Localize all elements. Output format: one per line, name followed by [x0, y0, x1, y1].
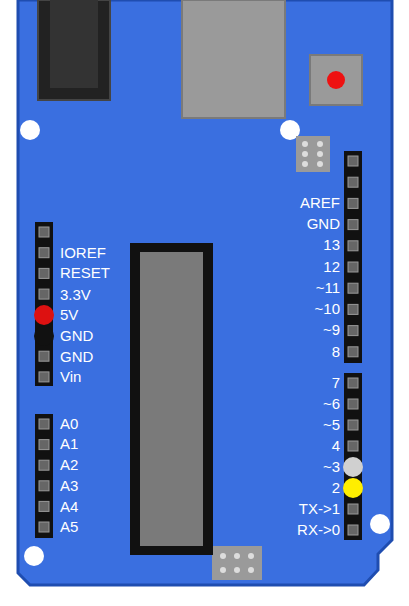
pin-socket — [348, 241, 358, 251]
icsp-pin — [302, 151, 308, 157]
pin-socket — [348, 525, 358, 535]
reset-button-cap — [327, 71, 345, 89]
pin-label: A0 — [60, 415, 78, 433]
board — [18, 0, 392, 585]
pin-socket — [348, 378, 358, 388]
pin-socket — [39, 227, 49, 237]
pin-socket — [39, 419, 49, 429]
wire-marker-grey — [343, 457, 363, 477]
pin-label: 12 — [323, 258, 340, 276]
pin-label: ~6 — [323, 395, 340, 413]
power-jack-inner — [50, 0, 98, 88]
icsp-pin — [220, 567, 226, 573]
wire-marker-black — [34, 326, 54, 346]
icsp-pin — [302, 141, 308, 147]
pin-label: ~5 — [323, 416, 340, 434]
pin-label: GND — [307, 215, 340, 233]
pin-socket — [39, 268, 49, 278]
header-strip — [35, 414, 53, 538]
mount-hole — [370, 514, 390, 534]
pin-socket — [39, 501, 49, 511]
pin-socket — [348, 326, 358, 336]
pin-socket — [348, 198, 358, 208]
pin-socket — [348, 220, 358, 230]
wire-marker-yellow — [343, 478, 363, 498]
pin-label: A3 — [60, 477, 78, 495]
pin-socket — [348, 420, 358, 430]
pin-socket — [348, 156, 358, 166]
pin-socket — [348, 441, 358, 451]
pin-label: A4 — [60, 498, 78, 516]
pin-label: 2 — [332, 479, 340, 497]
pin-group — [39, 141, 358, 573]
icsp-pin — [234, 567, 240, 573]
pin-socket — [39, 248, 49, 258]
icsp-header — [296, 136, 330, 172]
icsp-pin — [234, 553, 240, 559]
pin-socket — [39, 372, 49, 382]
pin-socket — [39, 460, 49, 470]
pin-label: RESET — [60, 264, 110, 282]
pin-label: 4 — [332, 437, 340, 455]
chip-outline — [130, 243, 213, 555]
pin-label: A2 — [60, 456, 78, 474]
reset-button — [310, 55, 362, 105]
pin-label: ~11 — [316, 279, 340, 297]
pin-label: ~9 — [323, 321, 340, 339]
icsp-pin — [317, 151, 323, 157]
icsp-header — [212, 546, 262, 580]
header-strip — [344, 373, 362, 540]
header-strip — [344, 151, 362, 363]
icsp-pin — [317, 141, 323, 147]
icsp-pin — [302, 161, 308, 167]
pin-label: IOREF — [60, 244, 106, 262]
pin-socket — [39, 440, 49, 450]
mount-hole — [24, 546, 44, 566]
pin-label: GND — [60, 327, 93, 345]
pin-socket — [348, 347, 358, 357]
chip — [140, 252, 203, 546]
pin-socket — [348, 399, 358, 409]
pin-socket — [39, 289, 49, 299]
pin-socket — [348, 304, 358, 314]
pin-label: RX->0 — [297, 521, 340, 539]
pin-label: Vin — [60, 368, 81, 386]
pin-socket — [39, 481, 49, 491]
wire-marker-red — [34, 305, 54, 325]
icsp-pin — [248, 553, 254, 559]
icsp-pin — [248, 567, 254, 573]
header-strip — [35, 222, 53, 386]
pin-socket — [348, 262, 358, 272]
pin-label: ~3 — [323, 458, 340, 476]
pin-label: 3.3V — [60, 286, 91, 304]
pin-socket — [39, 522, 49, 532]
pin-label: TX->1 — [299, 500, 340, 518]
usb-port — [182, 0, 285, 118]
pin-label: 8 — [332, 343, 340, 361]
mount-hole — [20, 120, 40, 140]
pin-socket — [348, 504, 358, 514]
pin-label: AREF — [300, 194, 340, 212]
pin-label: A5 — [60, 518, 78, 536]
pin-label: 5V — [60, 306, 78, 324]
pin-socket — [348, 177, 358, 187]
pin-label: A1 — [60, 435, 78, 453]
power-jack — [38, 0, 110, 100]
icsp-pin — [317, 161, 323, 167]
pin-label: 7 — [332, 374, 340, 392]
pin-socket — [39, 351, 49, 361]
pin-socket — [348, 283, 358, 293]
pin-label: GND — [60, 348, 93, 366]
icsp-pin — [220, 553, 226, 559]
pin-label: 13 — [323, 236, 340, 254]
pin-label: ~10 — [315, 300, 340, 318]
